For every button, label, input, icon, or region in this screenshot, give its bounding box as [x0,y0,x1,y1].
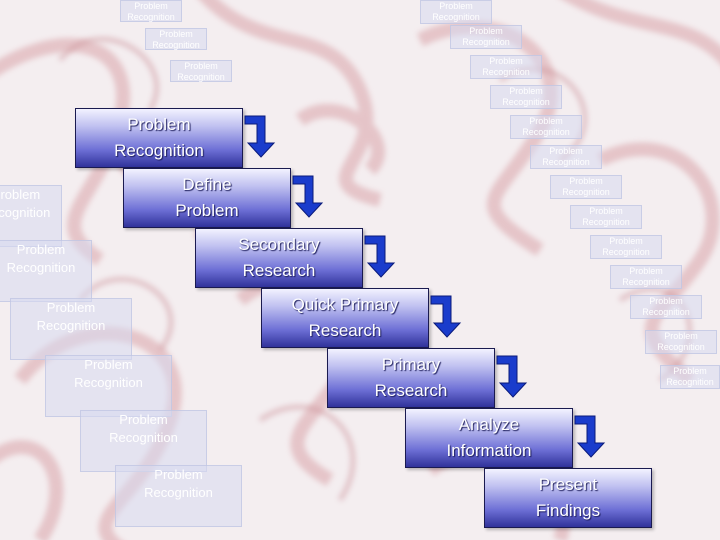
ghost-label-6: Problem Recognition [115,465,242,527]
ghost-small-2: Problem Recognition [450,25,522,49]
ghost-small-15: Problem Recognition [145,28,207,50]
ghost-small-9: Problem Recognition [590,235,662,259]
ghost-label-3: Problem Recognition [10,298,132,360]
ghost-small-6: Problem Recognition [530,145,602,169]
ghost-small-1: Problem Recognition [420,0,492,24]
step-label: Define Problem [175,175,239,220]
step-quick-primary-research: Quick Primary Research [261,288,429,348]
arrow-down-icon [430,295,462,338]
ghost-label-5: Problem Recognition [80,410,207,472]
ghost-small-3: Problem Recognition [470,55,542,79]
ghost-small-11: Problem Recognition [630,295,702,319]
ghost-small-13: Problem Recognition [660,365,720,389]
ghost-label-2: Problem Recognition [0,240,92,302]
ghost-small-5: Problem Recognition [510,115,582,139]
arrow-down-icon [244,115,276,158]
step-problem-recognition: Problem Recognition [75,108,243,168]
step-present-findings: Present Findings [484,468,652,528]
step-define-problem: Define Problem [123,168,291,228]
arrow-down-icon [292,175,324,218]
step-label: Analyze Information [446,415,532,460]
step-label: Present Findings [535,475,601,520]
step-label: Primary Research [374,355,448,400]
ghost-small-8: Problem Recognition [570,205,642,229]
ghost-small-10: Problem Recognition [610,265,682,289]
arrow-down-icon [364,235,396,278]
ghost-label-1: Problem Recognition [0,185,62,247]
ghost-small-4: Problem Recognition [490,85,562,109]
step-primary-research: Primary Research [327,348,495,408]
step-label: Problem Recognition [114,115,204,160]
step-analyze-information: Analyze Information [405,408,573,468]
ghost-small-12: Problem Recognition [645,330,717,354]
ghost-small-16: Problem Recognition [170,60,232,82]
ghost-small-7: Problem Recognition [550,175,622,199]
arrow-down-icon [496,355,528,398]
step-label: Quick Primary Research [291,295,399,340]
step-secondary-research: Secondary Research [195,228,363,288]
step-label: Secondary Research [238,235,320,280]
ghost-small-14: Problem Recognition [120,0,182,22]
ghost-label-4: Problem Recognition [45,355,172,417]
arrow-down-icon [574,415,606,458]
